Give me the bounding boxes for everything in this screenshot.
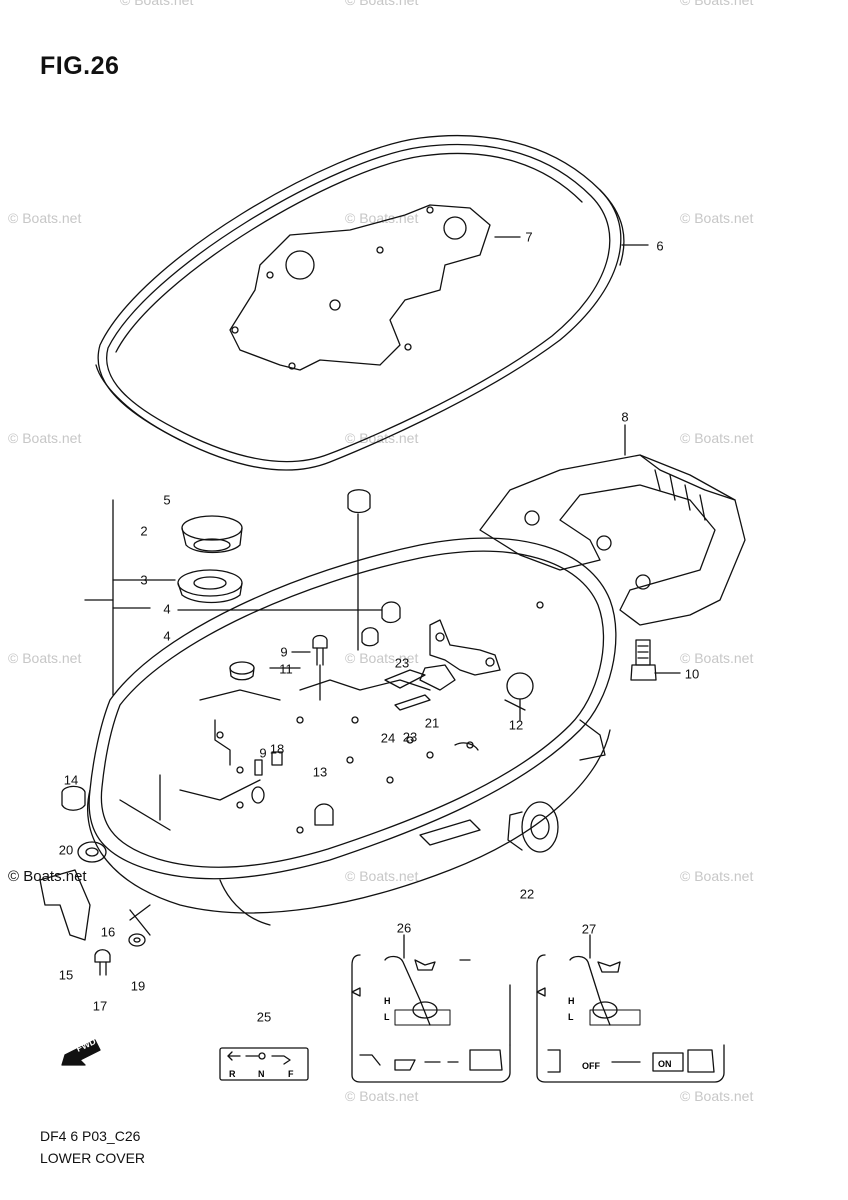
off-text: OFF [582,1061,600,1071]
grommet-part-20 [77,841,107,863]
part-number: 22 [519,886,535,902]
watermark: © Boats.net [680,210,754,226]
watermark: © Boats.net [345,0,419,8]
shift-r-text: R [229,1069,236,1079]
watermark: © Boats.net [680,0,754,8]
part-number: 2 [140,523,148,539]
part-number: 6 [656,238,664,254]
part-number: 17 [92,998,108,1014]
cap-part-11 [229,661,255,681]
watermark: © Boats.net [8,210,82,226]
part-number: 25 [256,1009,272,1025]
figure-title: FIG.26 [40,52,120,80]
grommet-part-3 [177,569,243,604]
grommet-part-2 [181,515,243,554]
screw-part-18 [271,751,283,766]
washer-part-9b [251,786,265,804]
forward-arrow-icon [61,1039,101,1066]
shift-n-text: N [258,1069,265,1079]
screw-part-9 [254,634,328,776]
watermark: © Boats.net [680,868,754,884]
part-number: 23 [402,729,418,745]
handle-part-8 [479,424,746,626]
watermark: © Boats.net [8,430,82,446]
choke-label-part-26 [351,954,511,1083]
part-number: 14 [63,772,79,788]
part-number: 9 [280,644,288,660]
part-number: 24 [380,730,396,746]
part-number: 9 [259,745,267,761]
plug-part-4 [361,601,401,647]
bolt-part-16 [94,949,111,976]
watermark: © Boats.net [345,1088,419,1104]
bolt-part-10 [630,639,657,681]
part-number: 18 [269,741,285,757]
watermark: © Boats.net [345,430,419,446]
part-number: 4 [163,628,171,644]
washer-part-19 [128,933,146,947]
watermark: © Boats.net [345,868,419,884]
l-mark-text: L [384,1012,390,1022]
part-number: 5 [163,492,171,508]
gasket-part-7 [229,204,521,371]
watermark: © Boats.net [680,430,754,446]
clip-part-15 [39,869,91,941]
part-number: 15 [58,967,74,983]
grommet-part-22 [507,801,559,853]
part-number: 20 [58,842,74,858]
watermark: © Boats.net [345,210,419,226]
part-13-screw [314,803,334,826]
watermark: © Boats.net [680,1088,754,1104]
lower-cover-body [86,537,617,926]
watermark: © Boats.net [8,650,82,666]
part-number: 8 [621,409,629,425]
part-number: 4 [163,601,171,617]
watermark: © Boats.net [345,650,419,666]
shift-f-text: F [288,1069,294,1079]
part-number: 19 [130,978,146,994]
shift-label-part-25 [219,1047,309,1081]
plug-part-5 [347,489,371,651]
h-mark-text: H [384,996,391,1006]
on-text: ON [658,1059,672,1069]
part-number: 7 [525,229,533,245]
watermark: © Boats.net [680,650,754,666]
l-mark-text: L [568,1012,574,1022]
part-number: 27 [581,921,597,937]
part-number: 11 [279,661,293,677]
part-number: 23 [394,655,410,671]
plug-part-14 [61,785,86,811]
bracket-part-21 [419,619,501,691]
part-number: 26 [396,920,412,936]
part-number: 13 [312,764,328,780]
cap-part-12 [506,672,534,721]
rail-part-23 [384,669,431,711]
part-number: 21 [424,715,440,731]
part-number: 16 [100,924,116,940]
figure-name: LOWER COVER [40,1150,146,1166]
h-mark-text: H [568,996,575,1006]
seal-ring-part-6 [95,135,625,471]
figure-code: DF4 6 P03_C26 [40,1128,141,1144]
part-number: 3 [140,572,148,588]
stop-switch-label-part-27 [536,954,725,1083]
part-number: 10 [684,666,700,682]
watermark: © Boats.net [120,0,194,8]
part-number: 12 [508,717,524,733]
